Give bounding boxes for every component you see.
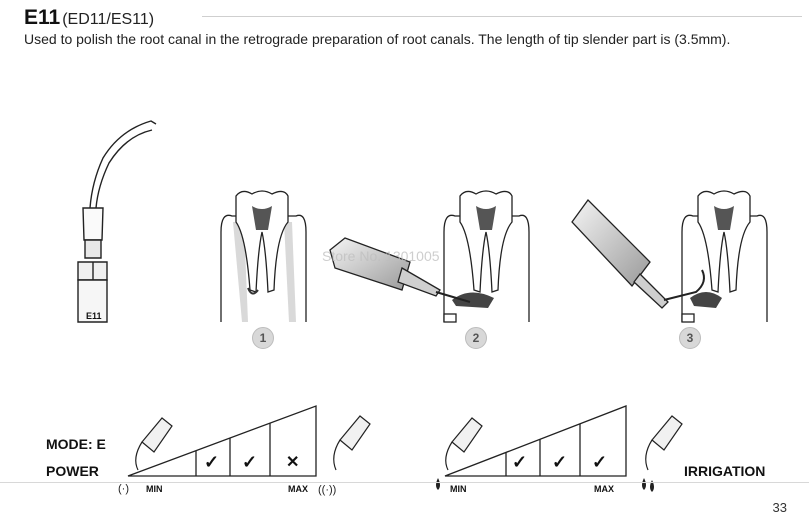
power-label: POWER: [46, 463, 99, 479]
step-2-badge: 2: [465, 327, 487, 349]
title-divider: [202, 16, 802, 17]
irrigation-label: IRRIGATION: [684, 463, 766, 479]
mode-label: MODE: E: [46, 436, 106, 452]
footer-divider: [0, 482, 809, 483]
power-min-handpiece: [135, 417, 173, 471]
step-1-badge: 1: [252, 327, 274, 349]
power-max-label: MAX: [288, 484, 308, 494]
scene-1: [220, 190, 307, 322]
power-level-1-check: ✓: [204, 452, 220, 472]
water-drop-icon: [436, 478, 440, 490]
page-number: 33: [772, 500, 787, 515]
irrigation-level-2-check: ✓: [552, 452, 568, 472]
water-drops-icon: [642, 478, 646, 490]
irrigation-max-label: MAX: [594, 484, 614, 494]
scene-2: [329, 190, 530, 323]
power-max-handpiece: [333, 415, 371, 471]
tip-engraving: E11: [86, 311, 102, 321]
power-min-label: MIN: [146, 484, 163, 494]
model-variants: (ED11/ES11): [62, 11, 155, 28]
model-code: E11: [24, 6, 61, 29]
irrigation-min-label: MIN: [450, 484, 467, 494]
irrigation-max-handpiece: [645, 415, 683, 471]
scene-3: [571, 190, 768, 323]
tip-description: Used to polish the root canal in the ret…: [24, 31, 731, 47]
power-level-2-check: ✓: [242, 452, 258, 472]
watermark: Store No. 1301005: [322, 248, 440, 264]
tip-drawing: [77, 120, 157, 323]
irrigation-level-1-check: ✓: [512, 452, 528, 472]
irrigation-triangle: [444, 405, 627, 477]
vibration-large-icon: ((·)): [318, 484, 336, 496]
vibration-small-icon: (·): [118, 483, 129, 495]
step-3-badge: 3: [679, 327, 701, 349]
irrigation-min-handpiece: [445, 417, 483, 471]
power-level-3-cross: ✕: [286, 454, 300, 471]
irrigation-level-3-check: ✓: [592, 452, 608, 472]
power-triangle: [127, 405, 317, 477]
section-title: E11 (ED11/ES11): [24, 6, 154, 30]
